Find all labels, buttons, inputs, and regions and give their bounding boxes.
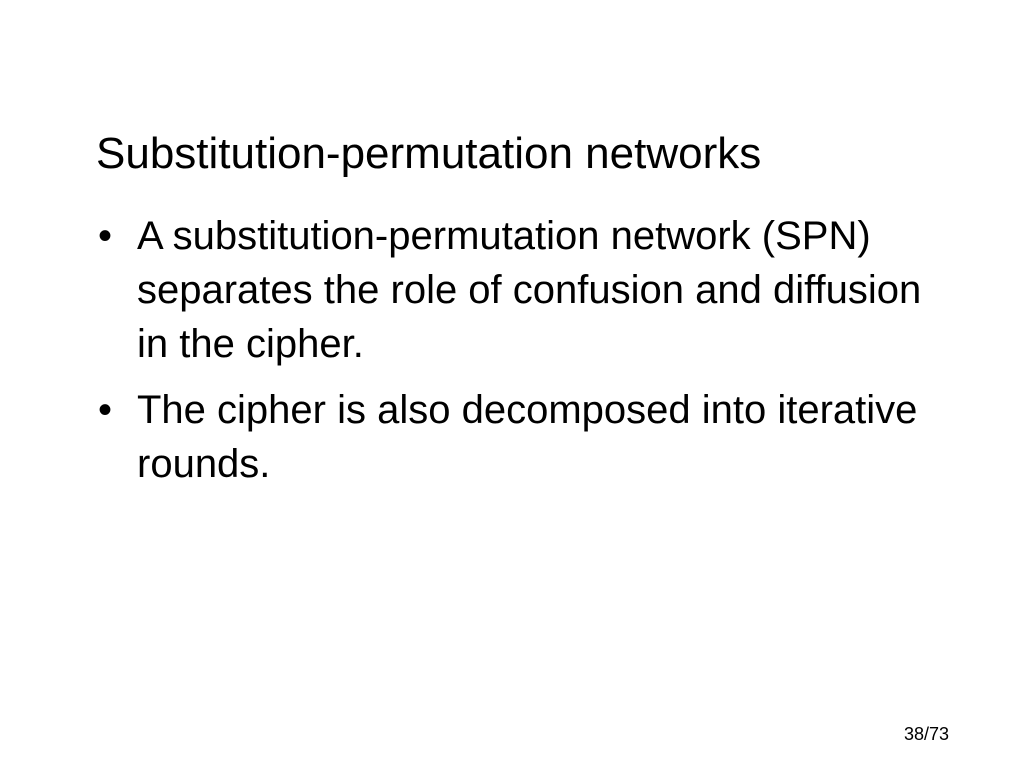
- bullet-marker: •: [98, 388, 113, 432]
- page-number: 38/73: [903, 724, 949, 744]
- bullet-marker: •: [98, 214, 113, 258]
- list-item: • The cipher is also decomposed into ite…: [96, 383, 936, 491]
- bullet-list: • A substitution-permutation network (SP…: [96, 209, 936, 503]
- bullet-text: A substitution-permutation network (SPN)…: [137, 214, 922, 366]
- bullet-text: The cipher is also decomposed into itera…: [137, 388, 918, 486]
- slide-title: Substitution-permutation networks: [96, 129, 762, 178]
- list-item: • A substitution-permutation network (SP…: [96, 209, 936, 371]
